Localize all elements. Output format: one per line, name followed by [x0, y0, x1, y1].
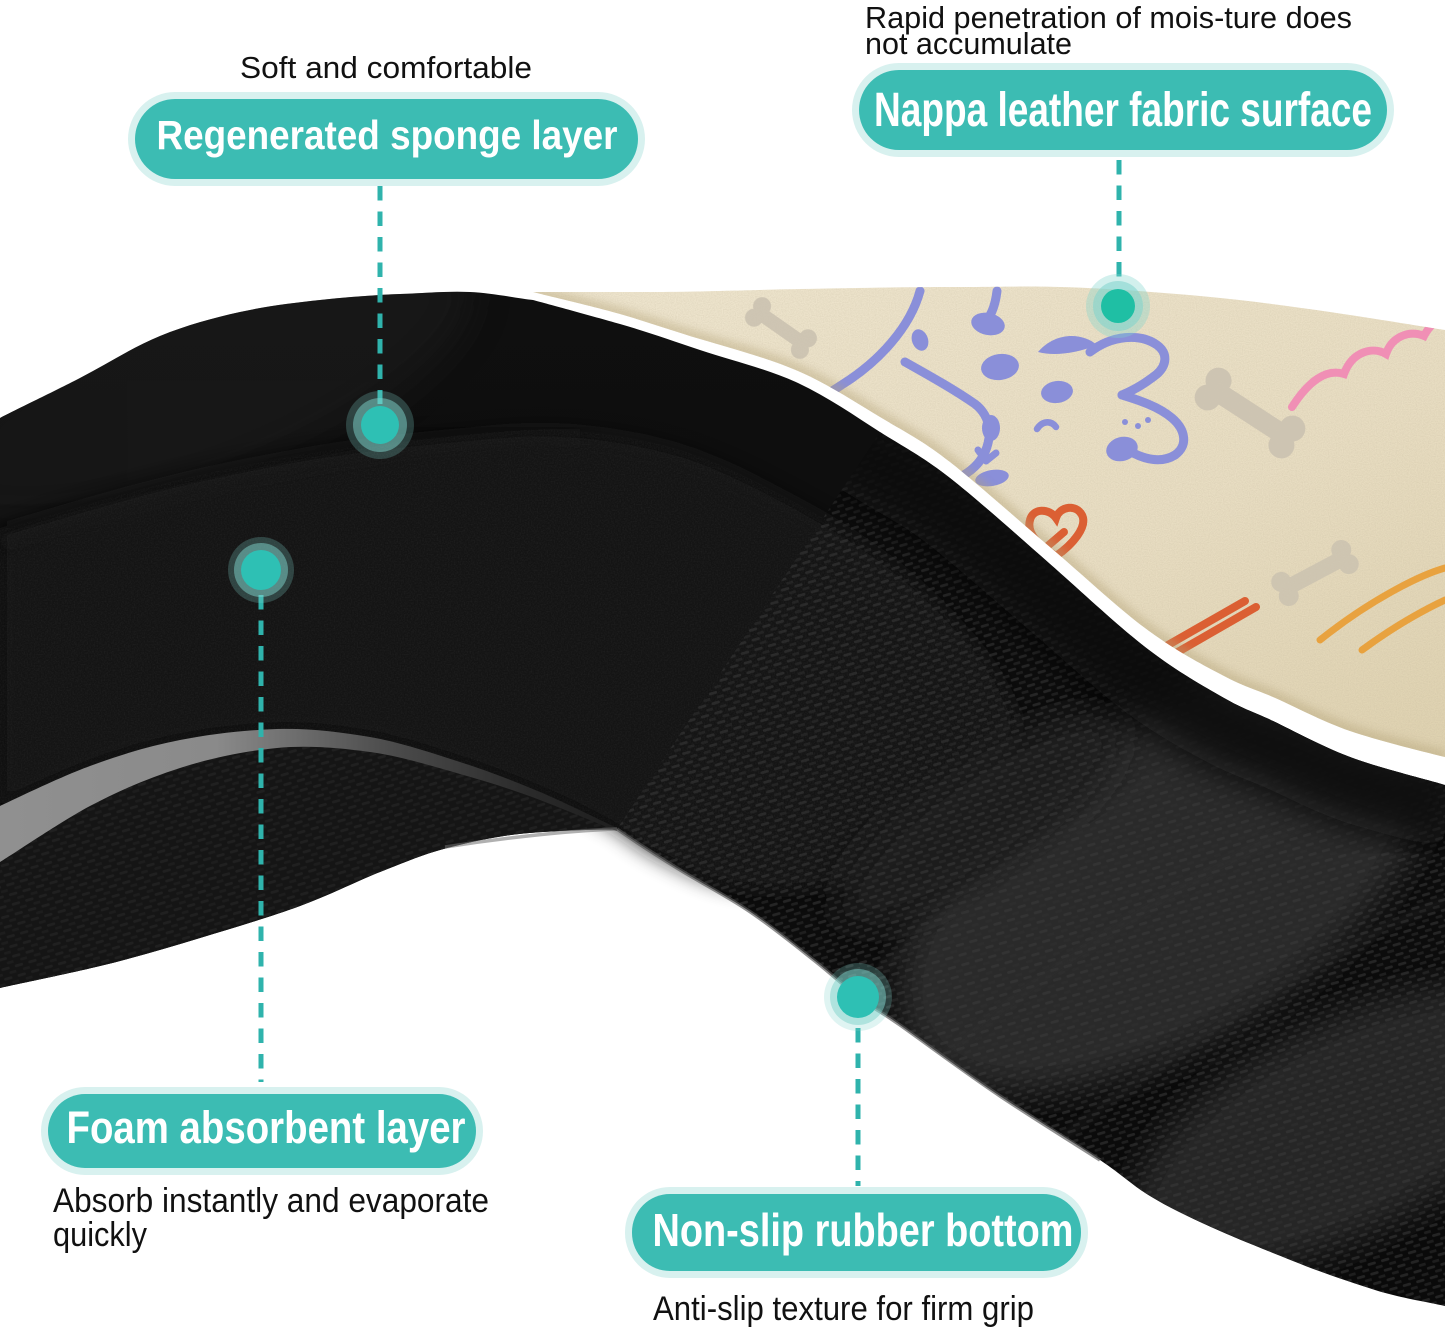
- svg-text:Regenerated sponge layer: Regenerated sponge layer: [157, 112, 618, 158]
- svg-text:Absorb instantly and evaporate: Absorb instantly and evaporate: [53, 1182, 489, 1220]
- svg-text:Non-slip rubber bottom: Non-slip rubber bottom: [653, 1204, 1074, 1256]
- svg-text:Anti-slip texture for firm gri: Anti-slip texture for firm grip: [653, 1290, 1034, 1327]
- svg-text:quickly: quickly: [53, 1216, 147, 1254]
- svg-text:Soft and comfortable: Soft and comfortable: [240, 50, 532, 85]
- svg-text:Foam absorbent layer: Foam absorbent layer: [67, 1102, 466, 1153]
- svg-text:Nappa leather fabric surface: Nappa leather fabric surface: [874, 84, 1372, 137]
- svg-text:not accumulate: not accumulate: [865, 26, 1072, 61]
- svg-text:Rapid penetration of mois-ture: Rapid penetration of mois-ture does: [865, 0, 1352, 35]
